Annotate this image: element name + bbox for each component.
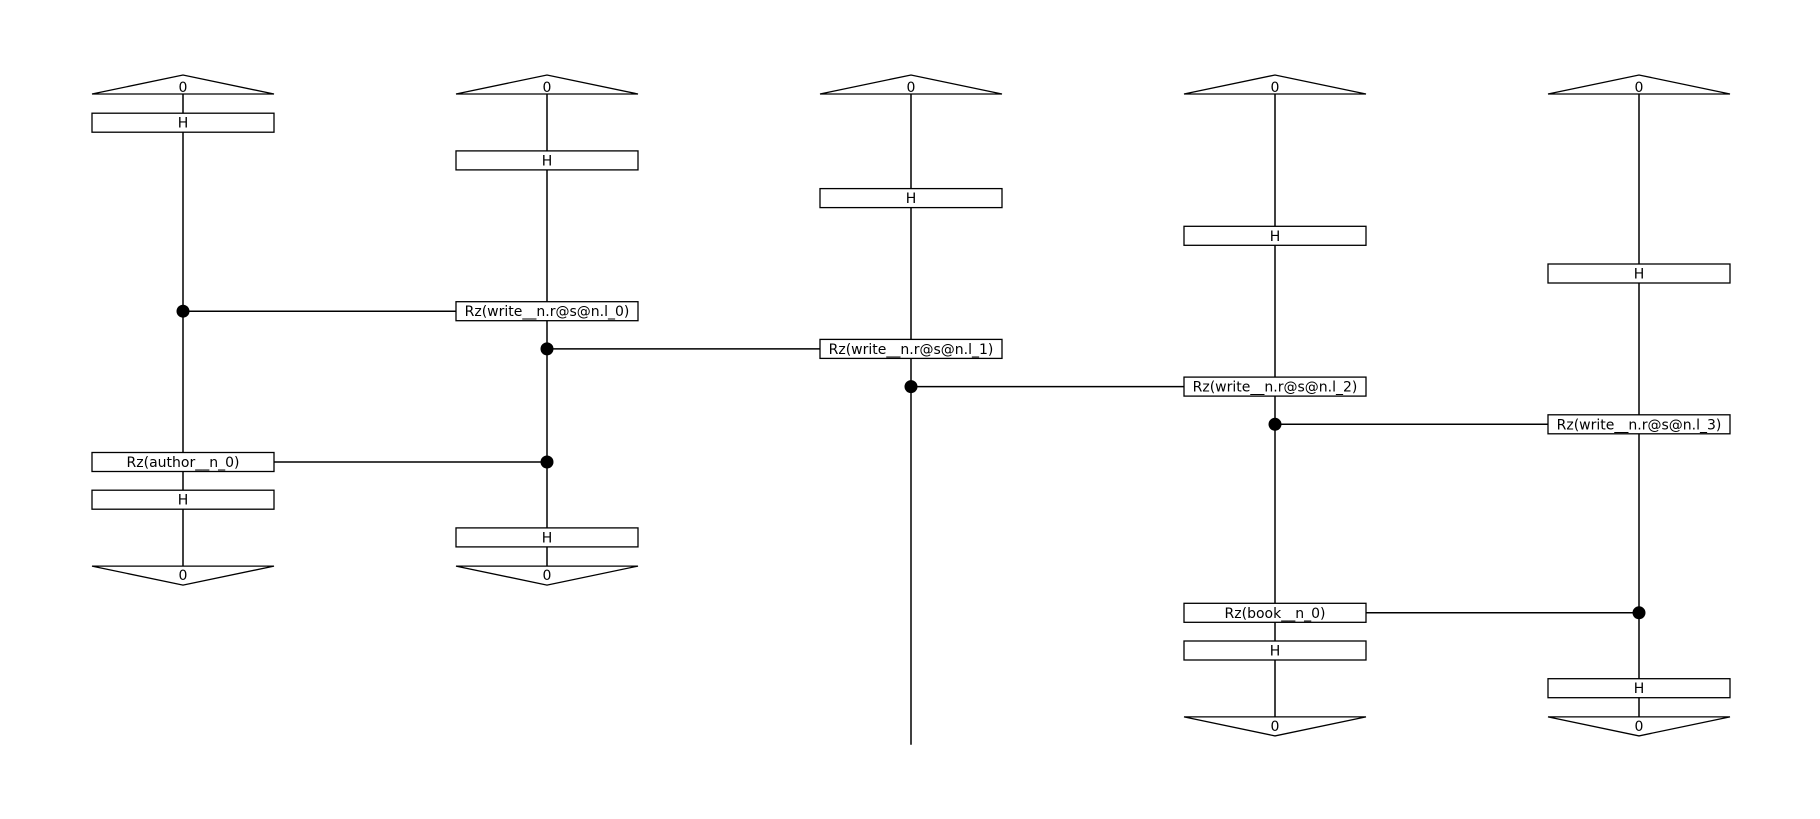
control-rz-write-0: [176, 304, 456, 318]
gate-h-q0-a: H: [91, 112, 275, 133]
gate-box: [819, 338, 1003, 360]
gate-box: [1183, 602, 1367, 623]
control-dot: [904, 380, 918, 394]
input-state-q3: 0: [1183, 74, 1367, 96]
output-triangle: [1183, 716, 1367, 737]
gate-box: [819, 187, 1003, 209]
control-rz-book: [1366, 606, 1646, 620]
output-label: 0: [543, 568, 552, 584]
control-dot: [1268, 417, 1282, 431]
gate-label: H: [178, 116, 189, 132]
control-dot: [1632, 606, 1646, 620]
gate-box: [1547, 414, 1731, 435]
gate-h-q4-a: H: [1547, 263, 1731, 284]
input-label: 0: [179, 80, 188, 96]
control-dot: [540, 342, 554, 356]
input-label: 0: [1271, 80, 1280, 96]
gate-label: Rz(write__n.r@s@n.l_1): [829, 342, 994, 358]
input-label: 0: [907, 80, 916, 96]
output-label: 0: [179, 568, 188, 584]
output-label: 0: [1271, 719, 1280, 735]
gate-box: [455, 301, 639, 322]
input-triangle: [91, 74, 275, 95]
input-state-q1: 0: [455, 74, 639, 96]
input-state-q0: 0: [91, 74, 275, 96]
gate-label: H: [542, 530, 553, 546]
gate-label: H: [1270, 229, 1281, 245]
output-label: 0: [1635, 719, 1644, 735]
gate-box: [1183, 225, 1367, 246]
gate-rz-author: Rz(author__n_0): [91, 451, 275, 473]
output-triangle: [1547, 716, 1731, 737]
input-triangle: [1547, 74, 1731, 95]
gate-h-q1-b: H: [455, 527, 639, 548]
gate-box: [455, 150, 639, 171]
gate-box: [1183, 376, 1367, 397]
input-triangle: [1183, 74, 1367, 95]
gate-box: [91, 451, 275, 473]
gate-h-q2-a: H: [819, 187, 1003, 209]
input-triangle: [819, 74, 1003, 95]
control-rz-author: [274, 455, 554, 469]
gate-box: [1547, 678, 1731, 699]
gate-label: H: [1634, 681, 1645, 697]
gate-box: [91, 112, 275, 133]
control-dot: [540, 455, 554, 469]
output-state-q3: 0: [1183, 716, 1367, 737]
control-rz-write-3: [1268, 417, 1548, 431]
control-rz-write-1: [540, 342, 820, 356]
output-state-q0: 0: [91, 565, 275, 586]
gate-label: Rz(author__n_0): [127, 455, 240, 471]
gate-h-q3-b: H: [1183, 640, 1367, 661]
gate-label: Rz(write__n.r@s@n.l_0): [465, 304, 630, 320]
control-dot: [176, 304, 190, 318]
controls-layer: [176, 304, 1646, 620]
gate-rz-book: Rz(book__n_0): [1183, 602, 1367, 623]
gates-layer: H H H H H Rz(write__n.r@s@n.l_0) Rz(write__n.r…: [91, 112, 1731, 699]
gate-h-q4-b: H: [1547, 678, 1731, 699]
gate-box: [1547, 263, 1731, 284]
gate-label: H: [906, 191, 917, 207]
gate-label: H: [1270, 644, 1281, 660]
gate-label: Rz(write__n.r@s@n.l_3): [1557, 417, 1722, 433]
gate-rz-write-3: Rz(write__n.r@s@n.l_3): [1547, 414, 1731, 435]
gate-label: H: [542, 153, 553, 169]
output-state-q4: 0: [1547, 716, 1731, 737]
input-triangle: [455, 74, 639, 95]
gate-h-q0-b: H: [91, 489, 275, 510]
gate-rz-write-0: Rz(write__n.r@s@n.l_0): [455, 301, 639, 322]
gate-box: [91, 489, 275, 510]
input-label: 0: [543, 80, 552, 96]
gate-label: Rz(book__n_0): [1225, 606, 1326, 622]
gate-rz-write-2: Rz(write__n.r@s@n.l_2): [1183, 376, 1367, 397]
gate-h-q1-a: H: [455, 150, 639, 171]
endpoints-layer: 0 0 0 0 0 0 0 0 0: [91, 74, 1731, 737]
output-state-q1: 0: [455, 565, 639, 586]
gate-label: Rz(write__n.r@s@n.l_2): [1193, 380, 1358, 396]
input-state-q2: 0: [819, 74, 1003, 96]
gate-rz-write-1: Rz(write__n.r@s@n.l_1): [819, 338, 1003, 360]
gate-h-q3-a: H: [1183, 225, 1367, 246]
gate-box: [455, 527, 639, 548]
wires-layer: [182, 85, 1640, 745]
output-triangle: [91, 565, 275, 586]
input-label: 0: [1635, 80, 1644, 96]
control-rz-write-2: [904, 380, 1184, 394]
output-triangle: [455, 565, 639, 586]
gate-box: [1183, 640, 1367, 661]
gate-label: H: [178, 493, 189, 509]
gate-label: H: [1634, 267, 1645, 283]
input-state-q4: 0: [1547, 74, 1731, 96]
